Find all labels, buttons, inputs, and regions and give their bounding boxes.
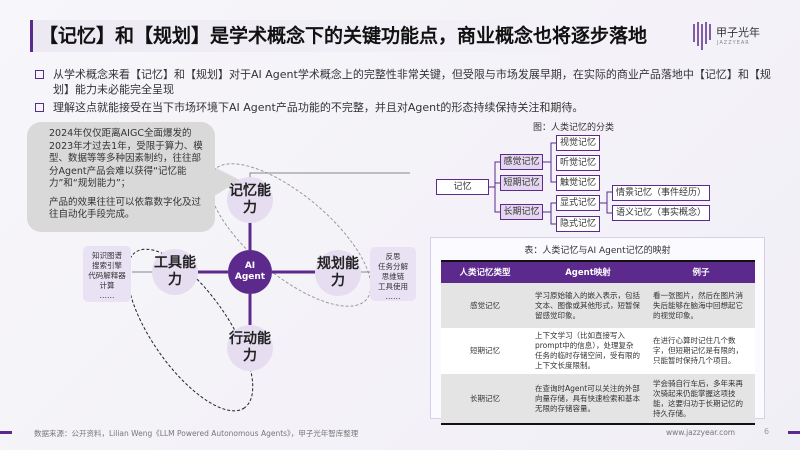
logo-subtext: JAZZYEAR: [717, 40, 750, 46]
tree-node-semantic: 语义记忆（事实概念）: [612, 205, 710, 221]
tree-node-visual: 视觉记忆: [556, 135, 600, 151]
action-ability-node: 行动能力: [227, 325, 273, 371]
tool-item: 知识图谱: [92, 251, 122, 260]
column-header: 例子: [647, 260, 755, 283]
cell: 感觉记忆: [441, 283, 529, 328]
table-row: 感觉记忆学习原始输入的嵌入表示，包括文本、图像或其他形式，短暂保留感觉印象。看一…: [441, 283, 755, 328]
tool-item: 计算: [99, 281, 115, 290]
memory-ability-node: 记忆能力: [227, 177, 273, 223]
page-title: 【记忆】和【规划】是学术概念下的关键功能点，商业概念也将逐步落地: [30, 20, 647, 52]
tree-title: 图：人类记忆的分类: [533, 123, 615, 133]
ai-agent-node: AI Agent: [228, 250, 272, 294]
page-number: 6: [764, 427, 770, 436]
bullet-2: 理解这点就能接受在当下市场环境下AI Agent产品功能的不完整，并且对Agen…: [35, 100, 775, 115]
table-title: 表：人类记忆与AI Agent记忆的映射: [524, 246, 671, 256]
table-row: 短期记忆上下文学习（比如直接写入prompt中的信息），处理复杂任务的临时存储空…: [441, 328, 755, 374]
logo-mark-icon: [693, 22, 711, 50]
cell: 在查询时Agent可以关注的外部向量存储，具有快速检索和基本无限的存储容量。: [529, 374, 647, 425]
cell: 看一张图片，然后在图片消失后能够在脑海中回想起它的视觉印象。: [647, 283, 755, 328]
cell: 短期记忆: [441, 328, 529, 374]
cell: 在进行心算时记住几个数字，但短期记忆是有限的，只能暂时保持几个项目。: [647, 328, 755, 374]
bullet-1: 从学术概念来看【记忆】和【规划】对于AI Agent学术概念上的完整性非常关键，…: [35, 67, 775, 97]
planning-item: ……: [385, 292, 401, 301]
planning-item: 工具使用: [378, 282, 408, 291]
tool-item: ……: [99, 291, 115, 300]
footer-accent-left: [0, 431, 12, 434]
bullet-text: 理解这点就能接受在当下市场环境下AI Agent产品功能的不完整，并且对Agen…: [53, 101, 584, 114]
cell: 上下文学习（比如直接写入prompt中的信息），处理复杂任务的临时存储空间，受有…: [529, 328, 647, 374]
tools-list-box: 知识图谱 搜索引擎 代码解释器 计算 ……: [83, 246, 131, 302]
square-bullet-icon: [35, 103, 44, 112]
cell: 长期记忆: [441, 374, 529, 425]
tree-node-implicit: 隐式记忆: [556, 216, 600, 232]
source-note: 数据来源：公开资料，Lilian Weng《LLM Powered Autono…: [34, 429, 359, 438]
tree-node-auditory: 听觉记忆: [556, 155, 600, 171]
tree-node-long-term: 长期记忆: [500, 204, 543, 220]
tree-node-explicit: 显式记忆: [556, 195, 600, 211]
planning-item: 反思: [385, 252, 401, 261]
tree-node-sensory: 感觉记忆: [500, 154, 543, 170]
tree-node-tactile: 触觉记忆: [556, 175, 600, 191]
tool-item: 代码解释器: [88, 271, 126, 280]
planning-list-box: 反思 任务分解 思维链 工具使用 ……: [370, 247, 416, 301]
planning-ability-node: 规划能力: [315, 250, 361, 296]
cell: 学习原始输入的嵌入表示，包括文本、图像或其他形式，短暂保留感觉印象。: [529, 283, 647, 328]
table-row: 长期记忆在查询时Agent可以关注的外部向量存储，具有快速检索和基本无限的存储容…: [441, 374, 755, 425]
column-header: Agent映射: [529, 260, 647, 283]
tool-ability-node: 工具能力: [152, 249, 198, 295]
tree-node-episodic: 情景记忆（事件经历）: [612, 185, 710, 201]
mapping-table: 人类记忆类型 Agent映射 例子 感觉记忆学习原始输入的嵌入表示，包括文本、图…: [441, 260, 755, 425]
tree-node-root: 记忆: [436, 179, 489, 195]
column-header: 人类记忆类型: [441, 260, 529, 283]
website-link[interactable]: www.jazzyear.com: [666, 428, 736, 437]
tool-item: 搜索引擎: [92, 261, 122, 270]
footer-accent-right: [788, 431, 800, 434]
note-text: 产品的效果往往可以依靠数字化及过往自动化手段完成。: [49, 196, 202, 221]
tree-node-short-term: 短期记忆: [500, 175, 543, 191]
square-bullet-icon: [35, 70, 44, 79]
mapping-table-panel: 表：人类记忆与AI Agent记忆的映射 人类记忆类型 Agent映射 例子 感…: [430, 237, 765, 425]
note-text: 2024年仅仅距离AIGC全面爆发的2023年才过去1年，受限于算力、模型、数据…: [49, 128, 203, 189]
logo-text: 甲子光年: [716, 26, 760, 39]
note-bubble: 2024年仅仅距离AIGC全面爆发的2023年才过去1年，受限于算力、模型、数据…: [27, 122, 215, 232]
bullet-text: 从学术概念来看【记忆】和【规划】对于AI Agent学术概念上的完整性非常关键，…: [53, 68, 771, 96]
logo: 甲子光年 JAZZYEAR: [690, 20, 760, 52]
cell: 学会骑自行车后，多年来再次骑起来仍能掌握这项技能，这要归功于长期记忆的持久存储。: [647, 374, 755, 425]
planning-item: 任务分解: [378, 262, 408, 271]
planning-item: 思维链: [381, 272, 405, 281]
